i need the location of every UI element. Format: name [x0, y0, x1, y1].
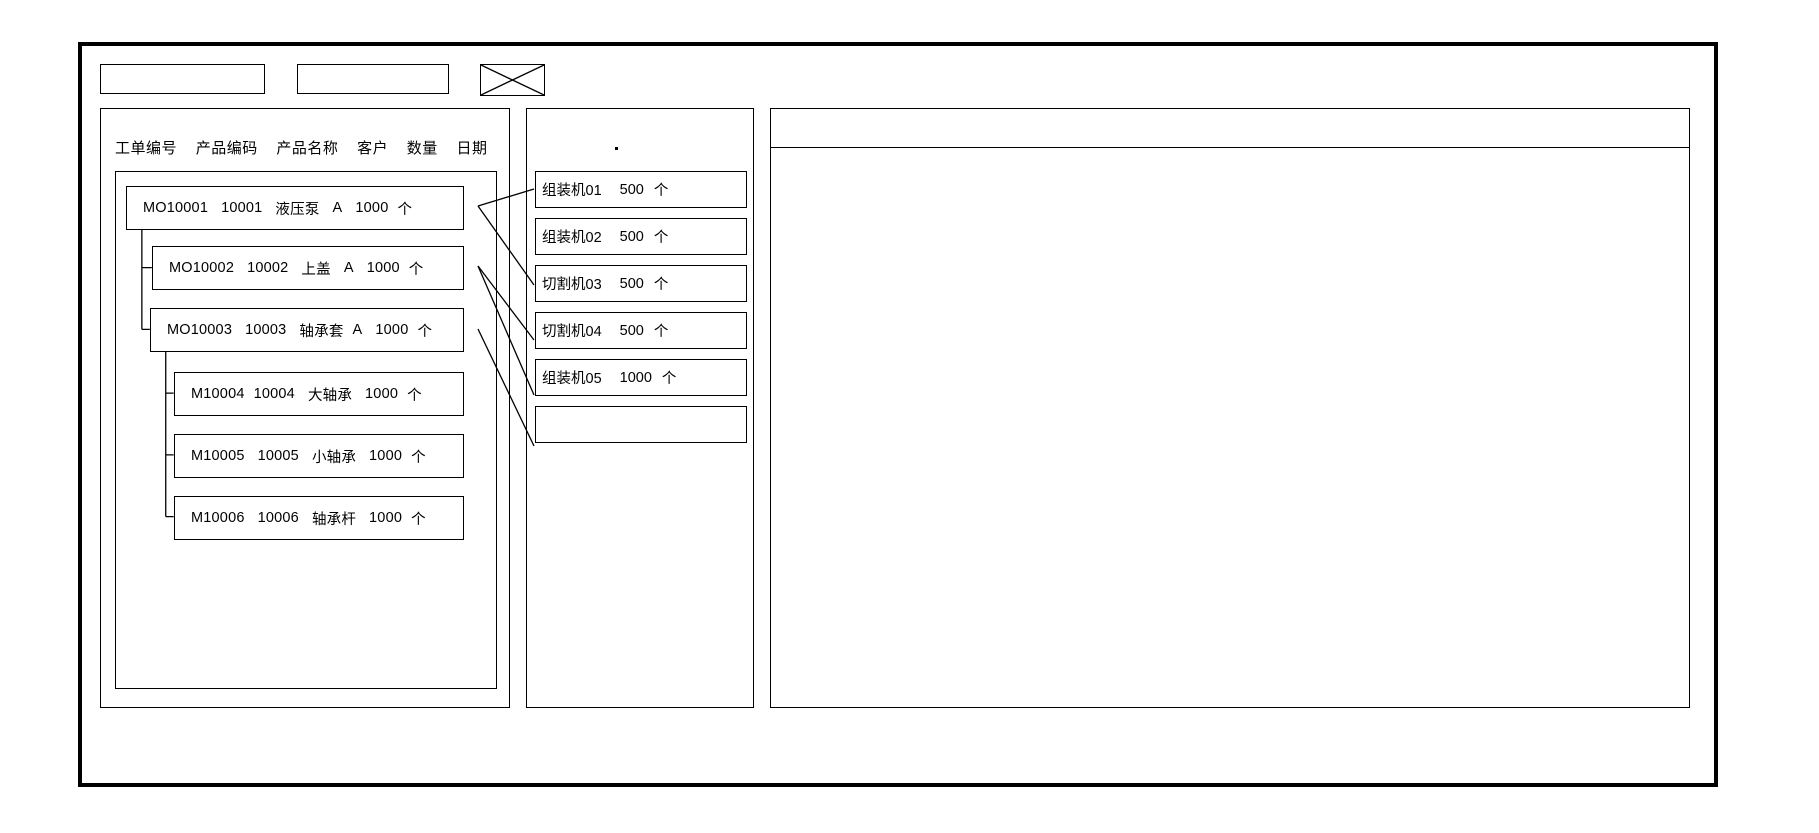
work-order-tree: MO10001 10001 液压泵 A 1000 个 MO10002 10002…: [115, 171, 497, 689]
machine-panel: 组装机01 500 个 组装机02 500 个 切割机03 500 个 切割机0…: [526, 108, 754, 708]
column-header-date: 日期: [456, 140, 488, 157]
tree-row-customer: A: [352, 322, 363, 338]
tree-row-unit: 个: [417, 323, 433, 340]
toolbar: [100, 64, 600, 96]
tree-row-product-name: 轴承杆: [311, 511, 357, 528]
tree-row-mo10001[interactable]: MO10001 10001 液压泵 A 1000 个: [126, 186, 464, 230]
tree-row-order-no: M10006: [191, 510, 245, 526]
tree-row-order-no: MO10001: [143, 200, 209, 216]
machine-name: 切割机04: [542, 324, 602, 340]
tree-row-order-no: M10005: [191, 448, 245, 464]
tree-row-qty: 1000: [375, 322, 409, 338]
machine-qty: 500: [619, 228, 644, 245]
tree-row-product-code: 10002: [247, 260, 289, 276]
detail-panel: [770, 108, 1690, 708]
panel-marker-dot: [615, 147, 618, 150]
column-header-qty: 数量: [406, 140, 438, 157]
tree-row-qty: 1000: [366, 260, 400, 276]
column-headers: 工单编号 产品编码 产品名称 客户 数量 日期: [115, 137, 497, 158]
tree-row-product-name: 液压泵: [275, 201, 320, 218]
tree-row-qty: 1000: [355, 200, 389, 216]
column-header-customer: 客户: [357, 140, 389, 157]
tree-row-m10005[interactable]: M10005 10005 小轴承 1000 个: [174, 434, 464, 478]
tree-row-order-no: MO10002: [169, 260, 235, 276]
machine-unit: 个: [661, 371, 677, 387]
machine-unit: 个: [653, 324, 669, 340]
tree-row-unit: 个: [408, 261, 424, 278]
tree-row-product-code: 10005: [257, 448, 299, 464]
machine-row-1[interactable]: 组装机01 500 个: [535, 171, 747, 208]
toolbar-field-1[interactable]: [100, 64, 265, 94]
tree-row-product-name: 轴承套: [299, 323, 344, 340]
tree-row-qty: 1000: [365, 386, 399, 402]
tree-row-unit: 个: [411, 449, 426, 466]
machine-name: 切割机03: [542, 277, 602, 293]
tree-row-product-name: 上盖: [301, 261, 331, 278]
machine-name: 组装机01: [542, 183, 602, 199]
tree-row-mo10003[interactable]: MO10003 10003 轴承套 A 1000 个: [150, 308, 464, 352]
machine-row-5[interactable]: 组装机05 1000 个: [535, 359, 747, 396]
tree-row-m10004[interactable]: M10004 10004 大轴承 1000 个: [174, 372, 464, 416]
tree-row-product-name: 大轴承: [307, 387, 353, 404]
machine-qty: 500: [619, 322, 644, 339]
tree-row-order-no: M10004: [191, 386, 245, 402]
tree-row-unit: 个: [397, 201, 413, 218]
machine-row-3[interactable]: 切割机03 500 个: [535, 265, 747, 302]
tree-row-m10006[interactable]: M10006 10006 轴承杆 1000 个: [174, 496, 464, 540]
column-header-product-name: 产品名称: [276, 140, 339, 157]
tree-row-product-code: 10004: [253, 386, 295, 402]
machine-unit: 个: [653, 230, 669, 246]
toolbar-field-2[interactable]: [297, 64, 449, 94]
application-window: 工单编号 产品编码 产品名称 客户 数量 日期 MO10001 10001: [78, 42, 1718, 787]
machine-unit: 个: [653, 183, 669, 199]
tree-row-product-name: 小轴承: [311, 449, 357, 466]
work-order-panel: 工单编号 产品编码 产品名称 客户 数量 日期 MO10001 10001: [100, 108, 510, 708]
tree-row-qty: 1000: [369, 510, 403, 526]
tree-row-product-code: 10006: [257, 510, 299, 526]
machine-row-4[interactable]: 切割机04 500 个: [535, 312, 747, 349]
machine-unit: 个: [653, 277, 669, 293]
column-header-order-no: 工单编号: [115, 140, 178, 157]
machine-qty: 500: [619, 181, 644, 198]
tree-row-mo10002[interactable]: MO10002 10002 上盖 A 1000 个: [152, 246, 464, 290]
tree-row-unit: 个: [407, 387, 422, 404]
tree-row-customer: A: [343, 260, 354, 276]
tree-row-order-no: MO10003: [167, 322, 233, 338]
detail-header-rule: [771, 147, 1689, 148]
machine-qty: 1000: [619, 369, 652, 386]
crossed-box-icon[interactable]: [480, 64, 545, 96]
tree-row-product-code: 10001: [221, 200, 263, 216]
tree-row-product-code: 10003: [245, 322, 287, 338]
tree-row-unit: 个: [411, 511, 426, 528]
machine-qty: 500: [619, 275, 644, 292]
tree-row-qty: 1000: [369, 448, 403, 464]
crossed-box-glyph: [481, 65, 544, 95]
tree-row-customer: A: [332, 200, 343, 216]
machine-name: 组装机02: [542, 230, 602, 246]
machine-row-2[interactable]: 组装机02 500 个: [535, 218, 747, 255]
machine-list: 组装机01 500 个 组装机02 500 个 切割机03 500 个 切割机0…: [535, 171, 747, 453]
machine-row-empty[interactable]: [535, 406, 747, 443]
machine-name: 组装机05: [542, 371, 602, 387]
column-header-product-code: 产品编码: [195, 140, 258, 157]
